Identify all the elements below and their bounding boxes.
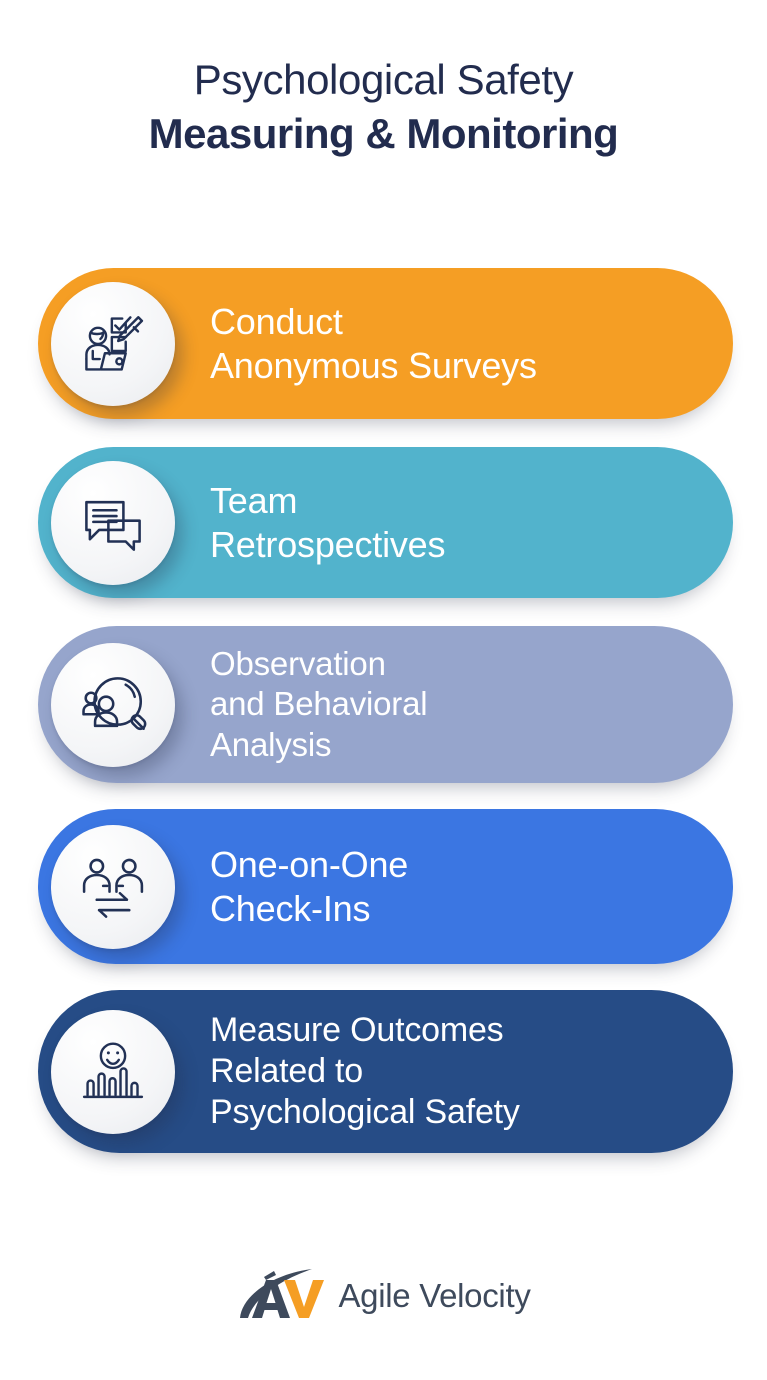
bar-chart-smiley-icon [51, 1009, 175, 1134]
list-item-label: One-on-One Check-Ins [210, 844, 409, 929]
bar-pill-observation-behavioral-analysis[interactable]: Observation and Behavioral Analysis [38, 626, 733, 783]
list-item-label: Conduct Anonymous Surveys [210, 301, 537, 386]
list-item-label: Team Retrospectives [210, 480, 446, 565]
list-item[interactable]: Measure Outcomes Related to Psychologica… [38, 990, 733, 1153]
bar-pill-measure-outcomes[interactable]: Measure Outcomes Related to Psychologica… [38, 990, 733, 1153]
survey-clipboard-pencil-person-icon [51, 281, 175, 406]
list-item[interactable]: Observation and Behavioral Analysis [38, 626, 733, 783]
method-bars-list: Conduct Anonymous Surveys Team [0, 268, 767, 1153]
list-item-label: Observation and Behavioral Analysis [210, 645, 428, 763]
brand-name: Agile Velocity [338, 1276, 531, 1314]
speech-bubbles-icon [51, 460, 175, 585]
magnifier-people-icon [51, 642, 175, 767]
bar-pill-conduct-anonymous-surveys[interactable]: Conduct Anonymous Surveys [38, 268, 733, 419]
list-item[interactable]: Team Retrospectives [38, 447, 733, 598]
two-people-exchange-arrows-icon [51, 824, 175, 949]
title-line-1: Psychological Safety [193, 56, 574, 103]
list-item-label: Measure Outcomes Related to Psychologica… [210, 1011, 520, 1131]
brand-logo: Agile Velocity [0, 1266, 767, 1326]
title-line-2: Measuring & Monitoring [148, 109, 619, 157]
agile-velocity-av-swoosh-logo [240, 1269, 325, 1318]
list-item[interactable]: One-on-One Check-Ins [38, 809, 733, 964]
bar-pill-team-retrospectives[interactable]: Team Retrospectives [38, 447, 733, 598]
bar-pill-one-on-one-check-ins[interactable]: One-on-One Check-Ins [38, 809, 733, 964]
page-title: Psychological Safety Measuring & Monitor… [0, 56, 767, 159]
list-item[interactable]: Conduct Anonymous Surveys [38, 268, 733, 419]
